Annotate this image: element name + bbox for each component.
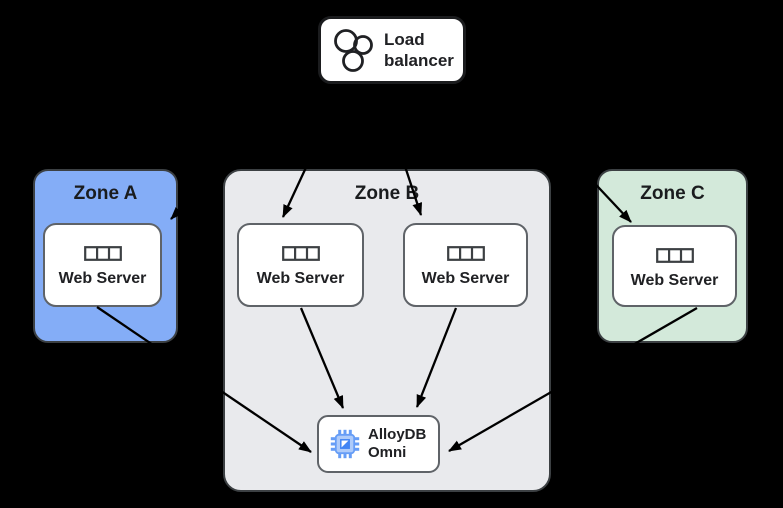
web-server-label: Web Server [256,270,345,287]
server-rack-icon [83,246,122,261]
web-server-node-zone-b-1: Web Server [237,223,364,307]
alloydb-label-line2: Omni [368,444,407,461]
zone-b-label: Zone B [354,183,420,204]
alloydb-omni-label: AlloyDB Omni [368,426,426,463]
web-server-node-zone-c: Web Server [612,225,737,307]
alloydb-label-line1: AlloyDB [368,425,427,443]
alloydb-omni-node: AlloyDB Omni [317,415,440,473]
web-server-label: Web Server [630,272,719,289]
load-balancer-icon [334,29,373,72]
web-server-label: Web Server [421,270,510,287]
zone-a-label: Zone A [73,183,138,204]
load-balancer-label-line2: balancer [384,51,454,70]
load-balancer-label: Load balancer [384,29,454,72]
load-balancer-label-line1: Load [384,29,425,49]
alloydb-chip-icon [330,429,360,459]
web-server-node-zone-b-2: Web Server [403,223,528,307]
server-rack-icon [655,248,694,263]
load-balancer-node: Load balancer [318,16,466,84]
server-rack-icon [446,246,485,261]
server-rack-icon [281,246,320,261]
web-server-label: Web Server [58,270,147,287]
web-server-node-zone-a: Web Server [43,223,162,307]
zone-c-label: Zone C [640,183,705,204]
